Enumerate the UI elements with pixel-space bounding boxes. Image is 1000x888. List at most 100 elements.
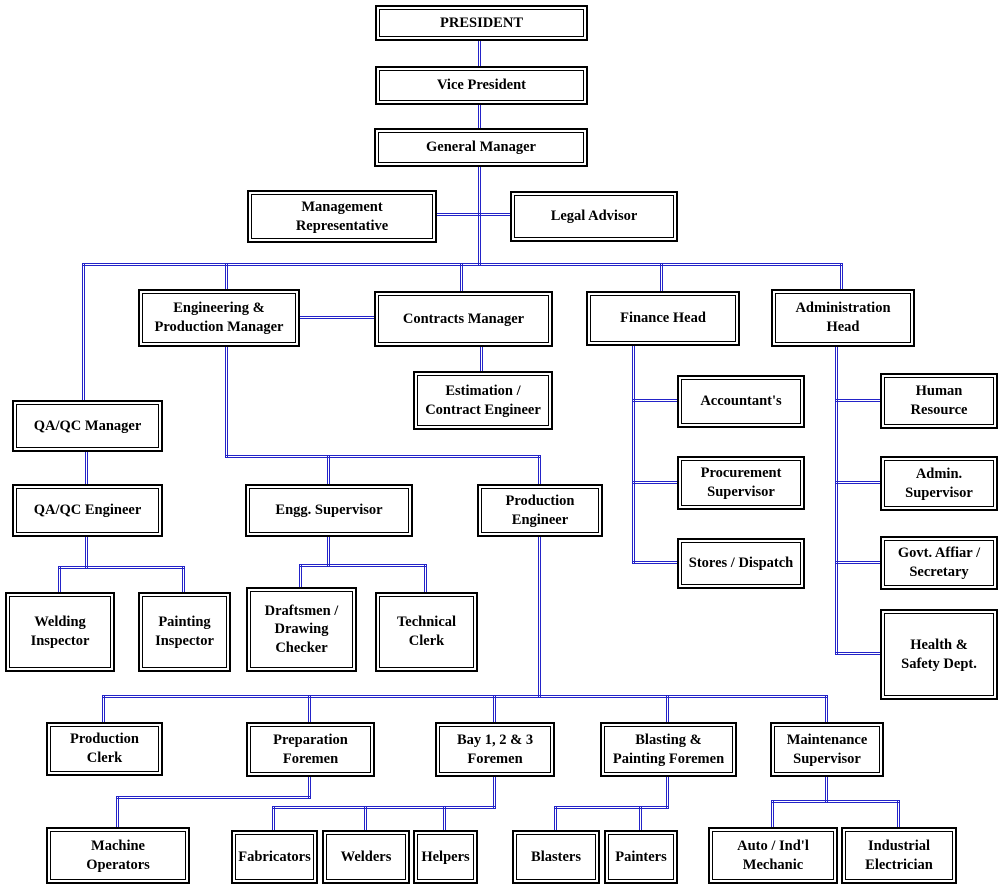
- node-estimation-contract-engineer-label: Estimation / Contract Engineer: [417, 375, 549, 426]
- connector-to-fabricators: [272, 806, 275, 830]
- connector-to-blasters: [554, 806, 557, 830]
- node-technical-clerk: Technical Clerk: [375, 592, 478, 672]
- node-procurement-supervisor-label: Procurement Supervisor: [681, 460, 801, 506]
- node-painters: Painters: [604, 830, 678, 884]
- connector-to-painters: [639, 806, 642, 830]
- node-engg-supervisor-label: Engg. Supervisor: [249, 488, 409, 533]
- node-machine-operators: Machine Operators: [46, 827, 190, 884]
- node-blasters: Blasters: [512, 830, 600, 884]
- node-stores-dispatch: Stores / Dispatch: [677, 538, 805, 589]
- node-general-manager-label: General Manager: [378, 132, 584, 163]
- connector-eng-prod-contracts: [300, 316, 374, 319]
- node-auto-indl-mechanic: Auto / Ind'l Mechanic: [708, 827, 838, 884]
- node-qaqc-manager-label: QA/QC Manager: [16, 404, 159, 448]
- connector-vice-president-general-manager: [478, 105, 481, 128]
- node-management-representative-label: Management Representative: [251, 194, 433, 239]
- node-general-manager: General Manager: [374, 128, 588, 167]
- node-accountants: Accountant's: [677, 375, 805, 428]
- node-vice-president: Vice President: [375, 66, 588, 105]
- connector-to-accountants: [632, 399, 677, 402]
- node-helpers-label: Helpers: [417, 834, 474, 880]
- node-draftsmen-drawing-checker-label: Draftsmen / Drawing Checker: [250, 591, 353, 668]
- node-vice-president-label: Vice President: [379, 70, 584, 101]
- node-production-clerk-label: Production Clerk: [50, 726, 159, 772]
- connector-to-govt-affair: [835, 561, 880, 564]
- node-qaqc-engineer-label: QA/QC Engineer: [16, 488, 159, 533]
- connector-draftsmen-technical-horizontal: [299, 564, 427, 567]
- node-production-engineer-label: Production Engineer: [481, 488, 599, 533]
- connector-to-auto-mechanic: [771, 800, 774, 827]
- node-welding-inspector-label: Welding Inspector: [9, 596, 111, 668]
- connector-to-industrial-electrician: [897, 800, 900, 827]
- connector-to-preparation-foremen: [308, 695, 311, 722]
- node-fabricators-label: Fabricators: [235, 834, 314, 880]
- connector-to-human-resource: [835, 399, 880, 402]
- connector-management-rep-legal-advisor: [437, 213, 510, 216]
- node-president-label: PRESIDENT: [379, 9, 584, 37]
- connector-main-to-qaqc-manager: [82, 263, 85, 400]
- connector-to-welding-inspector: [58, 566, 61, 592]
- node-management-representative: Management Representative: [247, 190, 437, 243]
- node-admin-supervisor: Admin. Supervisor: [880, 456, 998, 511]
- connector-to-painting-inspector: [182, 566, 185, 592]
- connector-preparation-down: [308, 777, 311, 798]
- node-govt-affair-secretary-label: Govt. Affiar / Secretary: [884, 540, 994, 586]
- node-stores-dispatch-label: Stores / Dispatch: [681, 542, 801, 585]
- node-accountants-label: Accountant's: [681, 379, 801, 424]
- node-blasting-painting-foremen: Blasting & Painting Foremen: [600, 722, 737, 777]
- node-industrial-electrician: Industrial Electrician: [841, 827, 957, 884]
- node-qaqc-engineer: QA/QC Engineer: [12, 484, 163, 537]
- connector-to-machine-operators: [116, 796, 119, 827]
- node-welders: Welders: [322, 830, 410, 884]
- node-eng-prod-manager: Engineering & Production Manager: [138, 289, 300, 347]
- node-painting-inspector: Painting Inspector: [138, 592, 231, 672]
- node-technical-clerk-label: Technical Clerk: [379, 596, 474, 668]
- node-human-resource-label: Human Resource: [884, 377, 994, 425]
- node-bay-foremen: Bay 1, 2 & 3 Foremen: [435, 722, 555, 777]
- connector-contracts-estimation: [480, 347, 483, 371]
- connector-president-vice-president: [478, 41, 481, 66]
- connector-qaqc-engineer-down: [85, 537, 88, 568]
- connector-to-admin-supervisor: [835, 481, 880, 484]
- node-production-clerk: Production Clerk: [46, 722, 163, 776]
- connector-blasting-sub-horizontal: [554, 806, 669, 809]
- node-blasting-painting-foremen-label: Blasting & Painting Foremen: [604, 726, 733, 773]
- node-health-safety: Health & Safety Dept.: [880, 609, 998, 700]
- node-welding-inspector: Welding Inspector: [5, 592, 115, 672]
- node-bay-foremen-label: Bay 1, 2 & 3 Foremen: [439, 726, 551, 773]
- node-painters-label: Painters: [608, 834, 674, 880]
- connector-to-bay-foremen: [493, 695, 496, 722]
- connector-maintenance-down: [825, 777, 828, 802]
- node-maintenance-supervisor-label: Maintenance Supervisor: [774, 726, 880, 773]
- connector-finance-spine: [632, 346, 635, 563]
- connector-to-blasting-foremen: [666, 695, 669, 722]
- node-engg-supervisor: Engg. Supervisor: [245, 484, 413, 537]
- connector-admin-spine: [835, 347, 838, 655]
- connector-to-production-engineer: [538, 455, 541, 484]
- node-estimation-contract-engineer: Estimation / Contract Engineer: [413, 371, 553, 430]
- connector-to-engg-supervisor: [327, 455, 330, 484]
- node-president: PRESIDENT: [375, 5, 588, 41]
- connector-maintenance-sub-horizontal: [771, 800, 900, 803]
- node-draftsmen-drawing-checker: Draftsmen / Drawing Checker: [246, 587, 357, 672]
- node-admin-head-label: Administration Head: [775, 293, 911, 343]
- node-preparation-foremen-label: Preparation Foremen: [250, 726, 371, 773]
- node-production-engineer: Production Engineer: [477, 484, 603, 537]
- connector-eng-prod-down: [225, 347, 228, 457]
- connector-preparation-sub-horizontal: [116, 796, 311, 799]
- node-auto-indl-mechanic-label: Auto / Ind'l Mechanic: [712, 831, 834, 880]
- connector-main-to-finance-head: [660, 263, 663, 291]
- connector-to-production-clerk: [102, 695, 105, 722]
- connector-bottom-horizontal: [102, 695, 828, 698]
- connector-to-health-safety: [835, 652, 880, 655]
- connector-to-helpers: [443, 806, 446, 830]
- connector-qaqc-manager-engineer: [85, 452, 88, 484]
- connector-general-manager-spine: [478, 167, 481, 266]
- node-procurement-supervisor: Procurement Supervisor: [677, 456, 805, 510]
- node-helpers: Helpers: [413, 830, 478, 884]
- connector-blasting-down: [666, 777, 669, 808]
- node-eng-prod-manager-label: Engineering & Production Manager: [142, 293, 296, 343]
- node-fabricators: Fabricators: [231, 830, 318, 884]
- connector-production-engineer-down: [538, 537, 541, 697]
- node-finance-head: Finance Head: [586, 291, 740, 346]
